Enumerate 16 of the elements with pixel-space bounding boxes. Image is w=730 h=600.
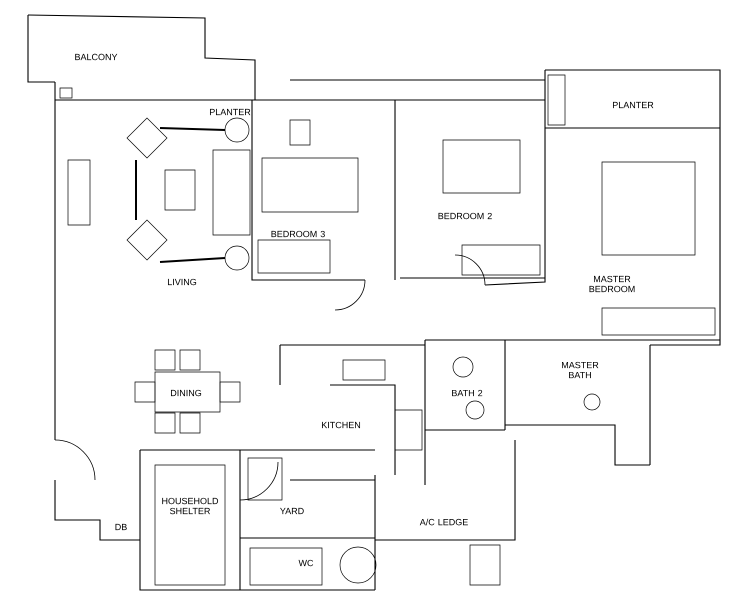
room-label: PLANTER bbox=[210, 108, 250, 116]
room-label: A/C LEDGE bbox=[420, 518, 468, 526]
room-label: MASTER BEDROOM bbox=[590, 276, 635, 292]
room-label: DB bbox=[116, 524, 127, 530]
room-label: BEDROOM 2 bbox=[438, 212, 492, 220]
room-label: BEDROOM 3 bbox=[272, 230, 325, 238]
room-label: KITCHEN bbox=[322, 422, 360, 428]
room-label: WC bbox=[298, 560, 314, 566]
room-label: BALCONY bbox=[75, 54, 118, 60]
room-label: LIVING bbox=[168, 278, 196, 286]
room-label: HOUSEHOLD SHELTER bbox=[162, 498, 218, 514]
room-label: DINING bbox=[171, 390, 202, 396]
room-label: BATH 2 bbox=[452, 390, 482, 396]
room-label: MASTER BATH bbox=[562, 362, 598, 378]
room-label: PLANTER bbox=[613, 102, 654, 108]
room-label: YARD bbox=[280, 508, 304, 514]
